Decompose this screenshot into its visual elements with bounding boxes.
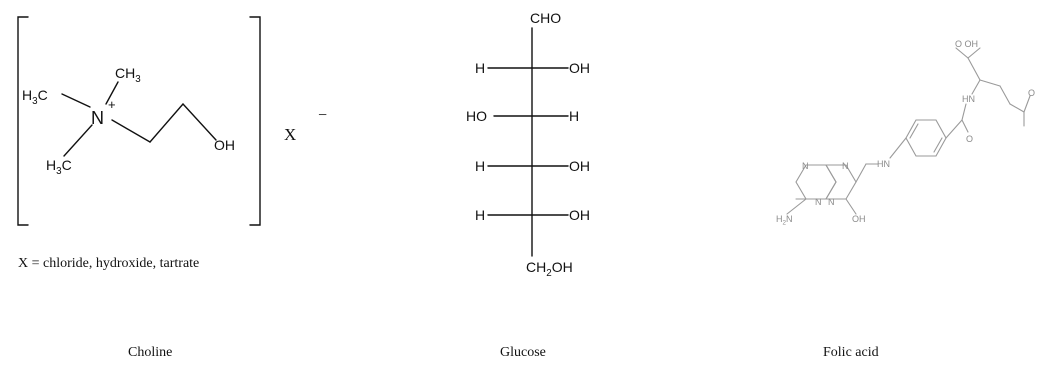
- bracket-right: [249, 16, 261, 226]
- bond-c1-c2: [149, 103, 184, 143]
- caption-folic-acid: Folic acid: [823, 345, 879, 360]
- atom-n: N: [91, 108, 104, 128]
- bond-ring-amide: [945, 119, 963, 139]
- bond-alpha-cooh: [967, 57, 981, 81]
- glucose-row-1-right: OH: [569, 60, 590, 76]
- label-acid-top: O OH: [955, 39, 978, 49]
- glucose-row-3-right: OH: [569, 158, 590, 174]
- atom-ch3: CH3: [115, 65, 141, 85]
- caption-glucose: Glucose: [500, 345, 546, 360]
- bond-amide-n: [961, 103, 967, 121]
- bond-n-methyl-top: [105, 81, 119, 105]
- charge-minus: −: [318, 107, 327, 124]
- charge-plus: +: [108, 97, 116, 112]
- bond-n-methyl-bottom: [63, 124, 93, 157]
- atom-h3c-top: H3C: [22, 87, 48, 107]
- bond-n-methyl-top-left: [61, 93, 91, 108]
- bond-side-o-top: [1023, 95, 1031, 113]
- glucose-bottom-group: CH2OH: [526, 259, 573, 279]
- bond-c2-o: [182, 103, 217, 141]
- bond-side-2: [999, 85, 1011, 105]
- label-n2: N: [842, 161, 849, 171]
- glucose-row-3-left: H: [475, 158, 485, 174]
- label-n4: N: [828, 197, 835, 207]
- glucose-row-4-right: OH: [569, 207, 590, 223]
- bond-cooh-o: [955, 47, 969, 59]
- bond-ch2: [855, 163, 867, 183]
- bond-amide-o: [961, 119, 969, 133]
- label-hn-link: HN: [877, 159, 890, 169]
- benzene-double-2: [933, 137, 943, 153]
- atom-h3c-bottom: H3C: [46, 157, 72, 177]
- glucose-top-group: CHO: [530, 10, 561, 26]
- atom-oh: OH: [214, 137, 235, 153]
- glucose-row-2-left: HO: [466, 108, 487, 124]
- pteridine-ring-right: [825, 164, 857, 200]
- folic-acid-structure: O OH HN O O HN N N N N H2N OH: [776, 39, 1035, 227]
- glucose-row-1-left: H: [475, 60, 485, 76]
- bond-side-3: [1009, 103, 1025, 113]
- benzene-double-1: [909, 123, 919, 139]
- label-h2n: H2N: [776, 214, 793, 227]
- glucose-row-2-right: H: [569, 108, 579, 124]
- glucose-row-4-left: H: [475, 207, 485, 223]
- bond-n-alpha: [971, 79, 981, 95]
- bracket-left: [17, 16, 29, 226]
- bond-n-c1: [111, 119, 151, 143]
- label-n1: N: [802, 161, 809, 171]
- benzene-ring: [905, 119, 947, 157]
- counterion-x: X: [284, 125, 296, 144]
- choline-structure: H3C CH3 N + H3C OH X − X = chloride, hyd…: [17, 16, 327, 271]
- counterion-note: X = chloride, hydroxide, tartrate: [18, 256, 199, 271]
- bond-h2n: [786, 198, 807, 215]
- bond-side-1: [979, 79, 1001, 87]
- label-oh: OH: [852, 214, 866, 224]
- label-hn-top: HN: [962, 94, 975, 104]
- glucose-structure: CHO H OH HO H H OH H OH CH2OH: [466, 10, 590, 279]
- label-o-amide: O: [966, 134, 973, 144]
- label-acid-right: O: [1028, 88, 1035, 98]
- bond-oh: [845, 198, 857, 215]
- bond-cooh-oh: [967, 47, 981, 59]
- label-n3: N: [815, 197, 822, 207]
- bond-hn-ring: [889, 137, 907, 159]
- caption-choline: Choline: [128, 345, 173, 360]
